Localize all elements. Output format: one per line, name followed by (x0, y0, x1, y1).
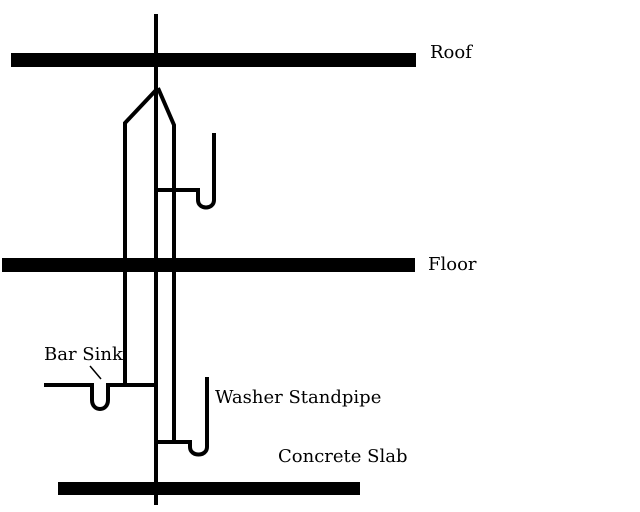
right-vent-pipe (156, 87, 176, 442)
floor-line (2, 258, 415, 272)
bar-sink-leader (89, 365, 102, 380)
left-vent-pipe (123, 86, 160, 385)
floor-label: Floor (428, 254, 477, 275)
washer-standpipe-trap (156, 377, 209, 457)
bar-sink-label: Bar Sink (44, 344, 123, 365)
washer-standpipe-label: Washer Standpipe (215, 387, 382, 408)
roof-line (11, 53, 416, 67)
upper-fixture-trap (156, 133, 216, 210)
concrete-slab-label: Concrete Slab (278, 446, 408, 467)
roof-label: Roof (430, 42, 472, 63)
bar-sink-trap (44, 383, 156, 411)
concrete-slab-line (58, 482, 360, 495)
